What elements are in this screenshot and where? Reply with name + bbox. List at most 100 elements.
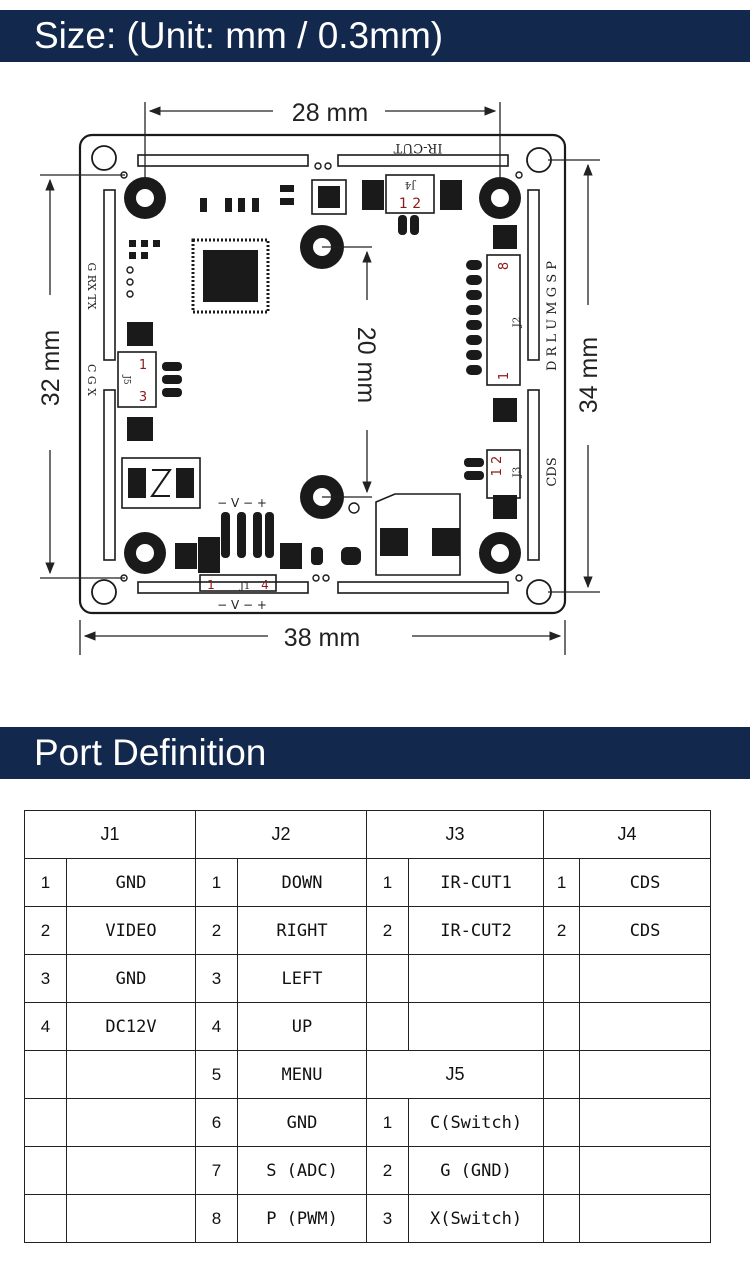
left-top-silkscreen: G RX TX (85, 262, 98, 309)
pin-function-cell: GND (65, 858, 197, 907)
pin-number-cell: 2 (366, 1146, 410, 1195)
j1-label: J1 (239, 581, 250, 592)
pin-number-cell (543, 1050, 581, 1099)
dimension-lines (40, 102, 600, 655)
pin-number-cell (543, 954, 581, 1003)
cds-silkscreen: CDS (545, 457, 560, 486)
pin-number-cell: 4 (195, 1002, 239, 1051)
relay-outline (375, 493, 461, 576)
pin-function-cell (579, 1098, 712, 1147)
pin-function-cell: X(Switch) (408, 1194, 545, 1243)
power-silkscreen-bottom: − V − + (217, 598, 267, 612)
j3-pins-label: 1 2 (490, 456, 505, 477)
pin-number-cell (24, 1194, 67, 1243)
pin-function-cell: S (ADC) (237, 1146, 368, 1195)
ir-cut-chip (311, 179, 347, 215)
pin-number-cell: 1 (543, 858, 581, 907)
pin-number-cell (24, 1098, 67, 1147)
table-header-j1: J1 (23, 810, 197, 859)
pin-function-cell (65, 1050, 197, 1099)
pin-function-cell: RIGHT (237, 906, 368, 955)
j5-pin-1-label: 1 (139, 358, 147, 373)
pin-number-cell: 3 (366, 1194, 410, 1243)
left-mid-silkscreen: C G X (85, 364, 98, 396)
pin-function-cell (579, 1002, 712, 1051)
pin-function-cell: LEFT (237, 954, 368, 1003)
corner-mount-holes (91, 145, 552, 605)
pin-function-cell (579, 1050, 712, 1099)
pin-number-cell (543, 1194, 581, 1243)
pin-number-cell: 5 (195, 1050, 239, 1099)
pin-number-cell: 2 (366, 906, 410, 955)
pin-number-cell (24, 1146, 67, 1195)
pin-function-cell (65, 1146, 197, 1195)
j2-pin-1-label: 1 (497, 372, 512, 380)
pin-number-cell (543, 1098, 581, 1147)
dim-left-label: 32 mm (37, 330, 65, 406)
pin-function-cell (579, 1194, 712, 1243)
pin-number-cell: 6 (195, 1098, 239, 1147)
pin-number-cell: 7 (195, 1146, 239, 1195)
pin-function-cell: DOWN (237, 858, 368, 907)
pin-function-cell (65, 1098, 197, 1147)
pin-function-cell: GND (65, 954, 197, 1003)
pin-function-cell (65, 1194, 197, 1243)
pin-function-cell: IR-CUT1 (408, 858, 545, 907)
via-dots (120, 162, 523, 582)
dim-bottom-label: 38 mm (284, 624, 360, 652)
pin-number-cell (366, 954, 410, 1003)
table-header-j4: J4 (543, 810, 712, 859)
j5-label: J5 (121, 374, 131, 385)
dim-center-label: 20 mm (352, 327, 380, 403)
table-header-j2: J2 (195, 810, 368, 859)
pin-number-cell: 4 (24, 1002, 67, 1051)
pin-function-cell: VIDEO (65, 906, 197, 955)
pin-function-cell: GND (237, 1098, 368, 1147)
pin-function-cell: G (GND) (408, 1146, 545, 1195)
smd-components (127, 180, 517, 573)
pin-number-cell (543, 1002, 581, 1051)
pin-function-cell (579, 1146, 712, 1195)
size-section-title: Size: (Unit: mm / 0.3mm) (34, 15, 444, 56)
j5-pin-3-label: 3 (139, 390, 147, 405)
pin-number-cell: 3 (195, 954, 239, 1003)
pin-number-cell: 1 (24, 858, 67, 907)
pin-function-cell: CDS (579, 858, 712, 907)
pin-number-cell: 2 (543, 906, 581, 955)
pin-number-cell: 1 (366, 858, 410, 907)
pin-function-cell (408, 1002, 545, 1051)
trimmer-component (121, 457, 201, 509)
pin-number-cell: 1 (366, 1098, 410, 1147)
header-outlines (117, 174, 521, 592)
pin-number-cell (543, 1146, 581, 1195)
pin-function-cell: P (PWM) (237, 1194, 368, 1243)
power-silkscreen-top: − V − + (217, 496, 267, 510)
pin-function-cell: C(Switch) (408, 1098, 545, 1147)
table-header-j3: J3 (366, 810, 545, 859)
pin-function-cell: DC12V (65, 1002, 197, 1051)
pin-function-cell (408, 954, 545, 1003)
pin-number-cell (366, 1002, 410, 1051)
dim-top-label: 28 mm (292, 99, 368, 127)
j2-label: J2 (512, 317, 523, 328)
edge-connector-outlines (103, 154, 540, 594)
pin-function-cell: IR-CUT2 (408, 906, 545, 955)
pcb-dimension-diagram: IR-CUT J4 1 2 8 1 J2 D R L U M G S P 1 2… (37, 99, 603, 655)
pin-number-cell: 8 (195, 1194, 239, 1243)
size-section-banner: Size: (Unit: mm / 0.3mm) (0, 10, 750, 62)
inner-mount-holes (124, 177, 521, 574)
pin-number-cell (24, 1050, 67, 1099)
j1-pin-4-label: 4 (261, 578, 269, 592)
ir-cut-silkscreen: IR-CUT (393, 140, 442, 155)
j4-label: J4 (405, 179, 416, 190)
j2-pin-8-label: 8 (497, 262, 512, 270)
port-section-title: Port Definition (34, 732, 267, 773)
